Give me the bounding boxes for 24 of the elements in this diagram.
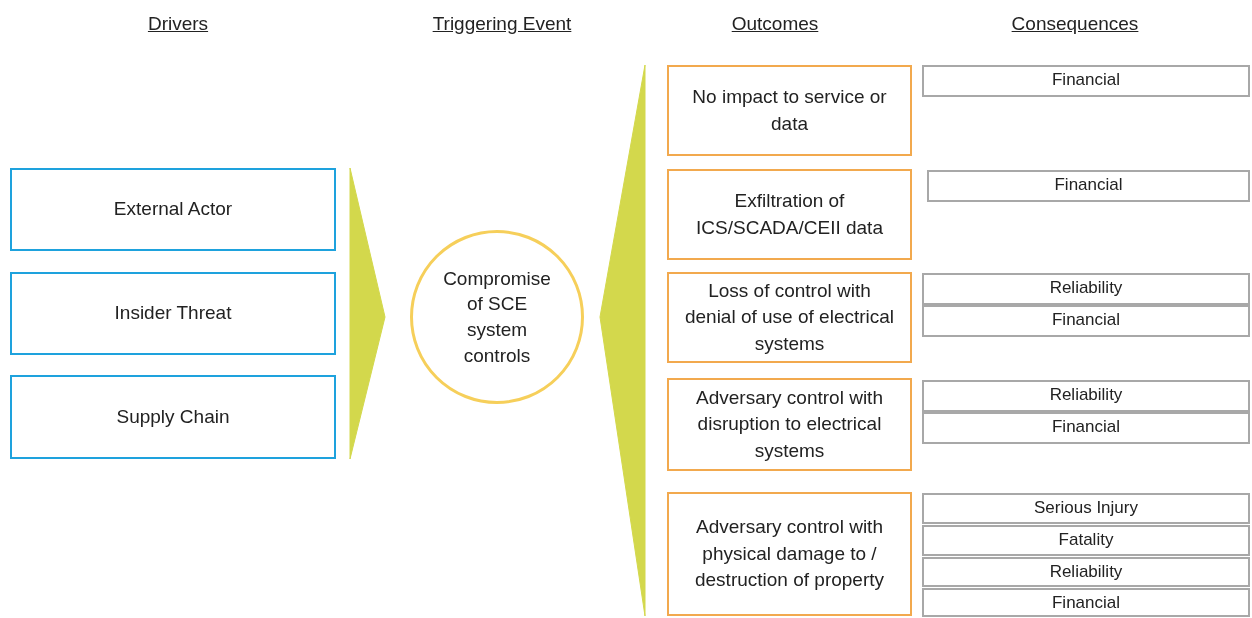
consequence-box: Serious Injury [922, 493, 1250, 524]
consequence-box: Financial [927, 170, 1250, 202]
driver-box: Supply Chain [10, 375, 336, 459]
column-heading: Drivers [147, 12, 209, 36]
outcome-box: Loss of control with denial of use of electrical systems [667, 272, 912, 363]
outcome-box: Exfiltration of ICS/SCADA/CEII data [667, 169, 912, 260]
chevron-arrow [349, 167, 386, 460]
outcome-box: No impact to service or data [667, 65, 912, 156]
column-heading: Consequences [1011, 12, 1139, 36]
driver-box: External Actor [10, 168, 336, 251]
outcome-box: Adversary control with disruption to electrical systems [667, 378, 912, 471]
outcome-box: Adversary control with physical damage to / destruction of property [667, 492, 912, 616]
consequence-box: Financial [922, 65, 1250, 97]
consequence-box: Financial [922, 588, 1250, 617]
column-heading: Triggering Event [432, 12, 572, 36]
consequence-box: Financial [922, 305, 1250, 337]
consequence-box: Reliability [922, 273, 1250, 305]
driver-box: Insider Threat [10, 272, 336, 355]
consequence-box: Reliability [922, 380, 1250, 412]
consequence-box: Fatality [922, 525, 1250, 556]
column-heading: Outcomes [731, 12, 819, 36]
consequence-box: Reliability [922, 557, 1250, 587]
chevron-arrow [599, 64, 646, 617]
consequence-box: Financial [922, 412, 1250, 444]
